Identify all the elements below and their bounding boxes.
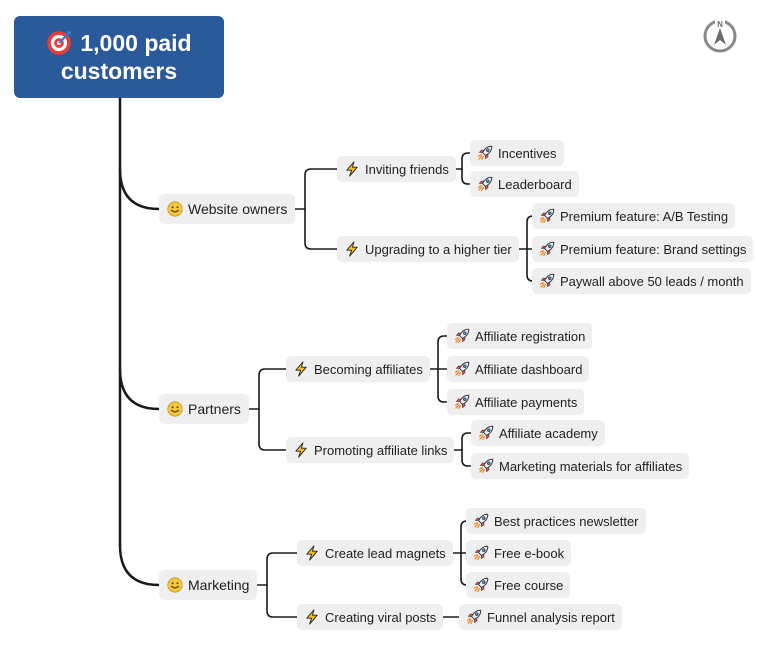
leaf-paywall[interactable]: Paywall above 50 leads / month <box>532 268 751 294</box>
leaf-incentives[interactable]: Incentives <box>470 140 564 166</box>
branch-connector-line <box>437 335 448 370</box>
branch-connector-line <box>461 168 471 185</box>
rocket-icon <box>478 458 494 474</box>
rocket-icon <box>539 208 555 224</box>
rocket-icon <box>477 145 493 161</box>
root-to-branch-line <box>118 167 161 211</box>
leaf-newsletter[interactable]: Best practices newsletter <box>466 508 646 534</box>
root-node[interactable]: 1,000 paid customers <box>14 16 224 98</box>
leaf-affiliate-academy[interactable]: Affiliate academy <box>471 420 605 446</box>
subbranch-label: Promoting affiliate links <box>314 442 448 458</box>
subbranch-viral-posts[interactable]: Creating viral posts <box>297 604 444 630</box>
subbranch-promoting-links[interactable]: Promoting affiliate links <box>286 437 455 463</box>
lightning-icon <box>344 241 360 257</box>
lightning-icon <box>293 361 309 377</box>
leaf-label: Marketing materials for affiliates <box>499 458 683 474</box>
subbranch-label: Creating viral posts <box>325 609 437 625</box>
leaf-brand-settings[interactable]: Premium feature: Brand settings <box>532 236 754 262</box>
rocket-icon <box>539 241 555 257</box>
leaf-affiliate-dashboard[interactable]: Affiliate dashboard <box>447 356 590 382</box>
leaf-label: Affiliate dashboard <box>475 361 583 377</box>
branch-connector-line <box>304 168 338 210</box>
leaf-label: Affiliate registration <box>475 328 586 344</box>
subbranch-label: Upgrading to a higher tier <box>365 241 512 257</box>
subbranch-inviting-friends[interactable]: Inviting friends <box>337 156 456 182</box>
root-to-branch-line <box>118 367 161 411</box>
leaf-leaderboard[interactable]: Leaderboard <box>470 171 579 197</box>
rocket-icon <box>473 545 489 561</box>
leaf-label: Free course <box>494 577 564 593</box>
lightning-icon <box>304 609 320 625</box>
branch-connector-line <box>266 584 298 618</box>
leaf-label: Premium feature: Brand settings <box>560 241 747 257</box>
lightning-icon <box>293 442 309 458</box>
rocket-icon <box>454 394 470 410</box>
branch-connector-line <box>461 449 472 467</box>
target-icon <box>47 31 72 55</box>
rocket-icon <box>466 609 482 625</box>
lightning-icon <box>344 161 360 177</box>
branch-website-owners[interactable]: Website owners <box>159 194 296 224</box>
rocket-icon <box>539 273 555 289</box>
leaf-label: Incentives <box>498 145 557 161</box>
leaf-label: Affiliate academy <box>499 425 598 441</box>
subbranch-lead-magnets[interactable]: Create lead magnets <box>297 540 453 566</box>
leaf-label: Affiliate payments <box>475 394 578 410</box>
branch-connector-line <box>266 552 298 586</box>
branch-partners[interactable]: Partners <box>159 394 249 424</box>
leaf-marketing-materials[interactable]: Marketing materials for affiliates <box>471 453 690 479</box>
leaf-label: Free e-book <box>494 545 565 561</box>
subbranch-becoming-affiliates[interactable]: Becoming affiliates <box>286 356 430 382</box>
rocket-icon <box>477 176 493 192</box>
leaf-free-course[interactable]: Free course <box>466 572 571 598</box>
leaf-ab-testing[interactable]: Premium feature: A/B Testing <box>532 203 736 229</box>
branch-connector-line <box>461 432 472 451</box>
rocket-icon <box>454 361 470 377</box>
rocket-icon <box>473 577 489 593</box>
leaf-free-ebook[interactable]: Free e-book <box>466 540 572 566</box>
root-title-line1: 1,000 paid <box>80 30 192 56</box>
leaf-affiliate-registration[interactable]: Affiliate registration <box>447 323 593 349</box>
rocket-icon <box>478 425 494 441</box>
leaf-affiliate-payments[interactable]: Affiliate payments <box>447 389 585 415</box>
rocket-icon <box>454 328 470 344</box>
subbranch-upgrading-tier[interactable]: Upgrading to a higher tier <box>337 236 519 262</box>
leaf-label: Premium feature: A/B Testing <box>560 208 729 224</box>
branch-connector-line <box>437 368 448 403</box>
subbranch-label: Becoming affiliates <box>314 361 423 377</box>
leaf-label: Paywall above 50 leads / month <box>560 273 744 289</box>
lightning-icon <box>304 545 320 561</box>
leaf-label: Best practices newsletter <box>494 513 639 529</box>
branch-connector-line <box>258 408 287 451</box>
compass-icon[interactable]: N <box>702 18 738 54</box>
leaf-label: Leaderboard <box>498 176 572 192</box>
branch-label: Marketing <box>188 577 250 593</box>
branch-connector-line <box>258 368 287 410</box>
branch-connector-line <box>304 208 338 250</box>
root-title-line2: customers <box>60 58 178 84</box>
branch-marketing[interactable]: Marketing <box>159 570 258 600</box>
subbranch-label: Create lead magnets <box>325 545 446 561</box>
leaf-funnel-report[interactable]: Funnel analysis report <box>459 604 622 630</box>
branch-label: Partners <box>188 401 241 417</box>
smiley-icon <box>167 201 183 217</box>
leaf-label: Funnel analysis report <box>487 609 615 625</box>
compass-north-label: N <box>717 20 723 29</box>
smiley-icon <box>167 577 183 593</box>
branch-label: Website owners <box>188 201 288 217</box>
branch-connector-line <box>461 152 471 170</box>
smiley-icon <box>167 401 183 417</box>
root-to-branch-line <box>118 543 161 587</box>
subbranch-label: Inviting friends <box>365 161 449 177</box>
rocket-icon <box>473 513 489 529</box>
